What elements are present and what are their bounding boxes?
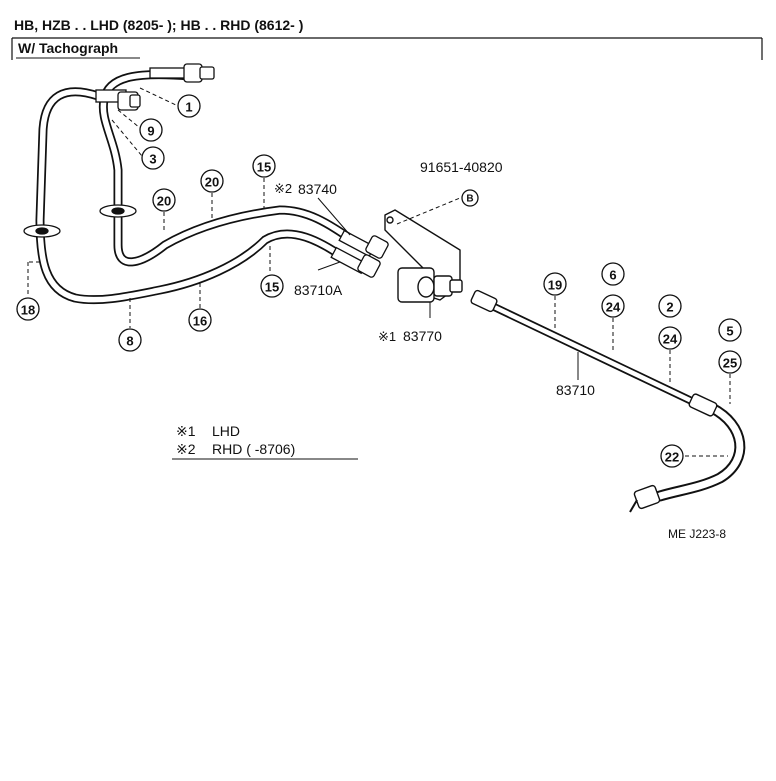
callout-circle-24a [601,294,625,318]
bolt-marker-circle [461,189,479,207]
callout-15b: 15 [265,280,279,295]
callout-circle-22 [660,444,684,468]
sensor-tip [449,279,463,293]
cable-19-tail [688,393,718,417]
cable-19-fill [487,302,703,408]
callout-24a: 24 [606,300,621,315]
bracket-assembly [384,209,718,513]
callout-22: 22 [665,450,679,465]
connector-mid-cap [129,94,141,108]
callout-circle-24b [658,326,682,350]
tachograph-label: W/ Tachograph [18,40,118,56]
leader-lines [27,87,731,457]
part-number-83770-prefix: ※1 [378,329,396,344]
top-connectors [95,63,215,111]
connector-83740-nut [365,235,389,259]
diagram-code: ME J223-8 [668,527,726,541]
callout-circle-20b [200,169,224,193]
connector-83710a-nut [357,254,381,278]
callout-circle-3 [141,146,165,170]
callout-9: 9 [147,124,154,139]
callout-6: 6 [609,268,616,283]
connector-top-sleeve [149,67,187,79]
part-number-83740-prefix: ※2 [274,181,292,196]
callout-16: 16 [193,314,207,329]
bolt-marker: B [466,194,473,205]
grommets [23,204,137,238]
callout-19: 19 [548,278,562,293]
callout-8: 8 [126,334,133,349]
callout-20b: 20 [205,175,219,190]
callout-25: 25 [723,356,737,371]
callout-circle-15a [252,154,276,178]
cable-22-fill [656,404,744,500]
legend-text-1: LHD [212,423,240,439]
callout-circle-6 [601,262,625,286]
leader-83740 [317,197,351,236]
grommet-left-hole [35,227,49,235]
callout-24b: 24 [663,332,678,347]
callout-3: 3 [149,152,156,167]
part-number-83770: 83770 [403,328,442,344]
part-number-83740: 83740 [298,181,337,197]
callout-20a: 20 [157,194,171,209]
solid-leaders [317,197,579,380]
header-applicability: HB, HZB . . LHD (8205- ); HB . . RHD (86… [14,17,303,33]
leader-9 [117,109,141,129]
leader-3 [111,119,143,157]
callout-circles [16,94,742,468]
sensor-port [417,276,435,298]
callout-circle-2 [658,294,682,318]
cable-8-fill [37,89,353,303]
callout-2: 2 [666,300,673,315]
legend-text-2: RHD ( -8706) [212,441,295,457]
callout-circle-8 [118,328,142,352]
callout-circle-1 [177,94,201,118]
callout-18: 18 [21,303,35,318]
callout-5: 5 [726,324,733,339]
leader-83710a [317,261,341,271]
callout-circle-20a [152,188,176,212]
callout-circle-15b [260,274,284,298]
mid-connectors [330,229,389,278]
legend-mark-1: ※1 [176,423,196,439]
leader-bolt [396,197,461,225]
callout-1: 1 [185,100,192,115]
part-number-bolt: 91651-40820 [420,159,503,175]
part-number-83710a: 83710A [294,282,343,298]
bracket-bolt-hole [386,216,394,224]
callout-circle-19 [543,272,567,296]
cable-20-fill [100,71,363,265]
end-connector-pin [629,499,638,513]
grommet-right-hole [111,207,125,215]
cable-20-outline [98,70,365,267]
end-connector [633,484,661,510]
callout-circle-5 [718,318,742,342]
callout-15a: 15 [257,160,271,175]
part-number-83710: 83710 [556,382,595,398]
cable-19-head [470,289,498,313]
callout-circle-18 [16,297,40,321]
callout-circle-16 [188,308,212,332]
legend-mark-2: ※2 [176,441,196,457]
connector-top-cap [199,66,215,80]
connector-top-nut [183,63,203,83]
callout-circle-25 [718,350,742,374]
leader-1 [139,87,179,107]
callout-circle-9 [139,118,163,142]
